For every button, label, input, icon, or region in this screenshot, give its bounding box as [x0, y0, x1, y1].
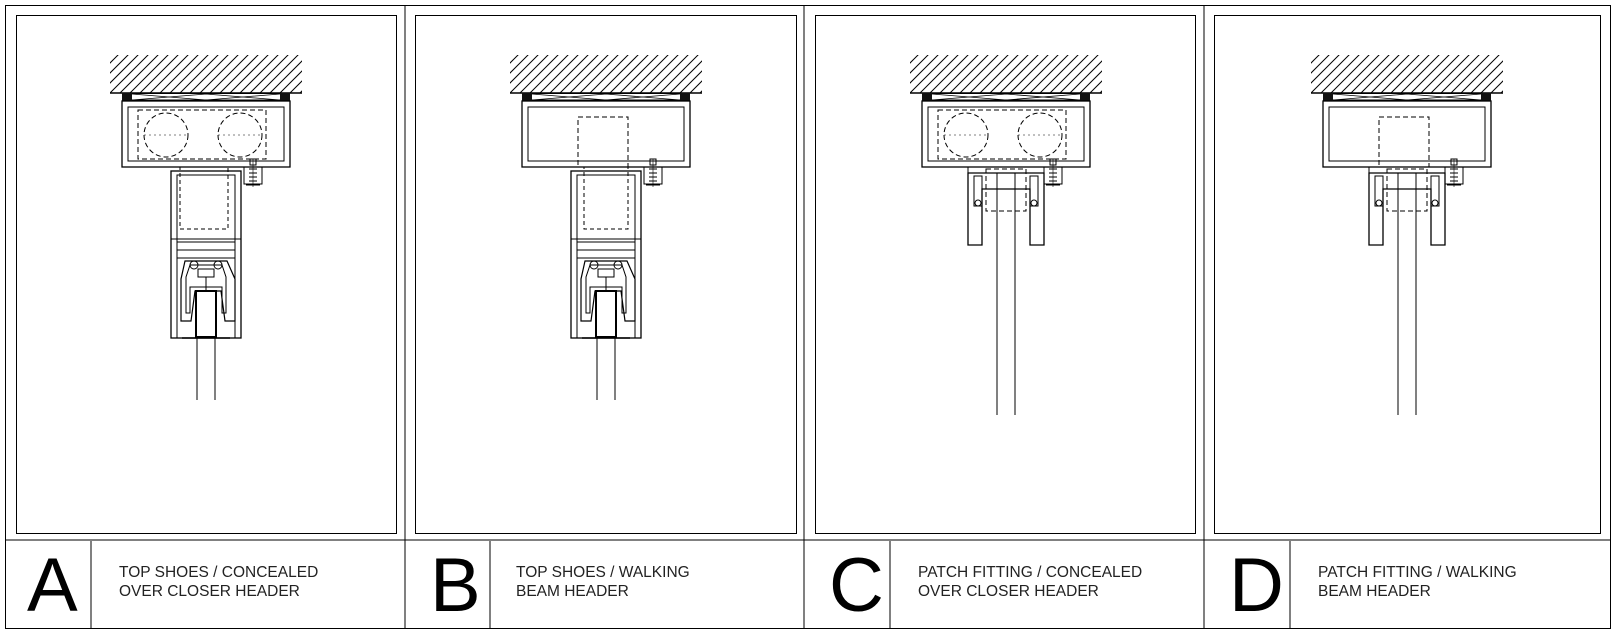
panel-a: A TOP SHOES / CONCEALED OVER CLOSER HEAD…	[16, 15, 397, 629]
caption-line-2: BEAM HEADER	[1318, 583, 1431, 600]
caption-line-1: TOP SHOES / WALKING	[516, 564, 690, 581]
section-drawing	[70, 53, 340, 401]
drawing-frame	[16, 15, 397, 534]
panel-letter: C	[829, 543, 884, 628]
section-drawing	[1271, 53, 1541, 416]
caption-line-1: PATCH FITTING / CONCEALED	[918, 564, 1142, 581]
caption-line-2: OVER CLOSER HEADER	[918, 583, 1099, 600]
drawing-frame	[415, 15, 797, 534]
panel-c: C PATCH FITTING / CONCEALED OVER CLOSER …	[815, 15, 1196, 629]
section-drawing	[470, 53, 740, 401]
section-drawing	[870, 53, 1140, 416]
panel-letter: A	[27, 543, 78, 628]
caption-line-2: OVER CLOSER HEADER	[119, 583, 300, 600]
panel-letter: D	[1229, 543, 1284, 628]
caption-line-2: BEAM HEADER	[516, 583, 629, 600]
caption-line-1: PATCH FITTING / WALKING	[1318, 564, 1517, 581]
panel-d: D PATCH FITTING / WALKING BEAM HEADER	[1214, 15, 1601, 629]
drawing-frame	[815, 15, 1196, 534]
sheet-border	[5, 5, 1611, 629]
panel-letter: B	[430, 543, 481, 628]
panel-b: B TOP SHOES / WALKING BEAM HEADER	[415, 15, 797, 629]
drawing-frame	[1214, 15, 1601, 534]
caption-line-1: TOP SHOES / CONCEALED	[119, 564, 318, 581]
